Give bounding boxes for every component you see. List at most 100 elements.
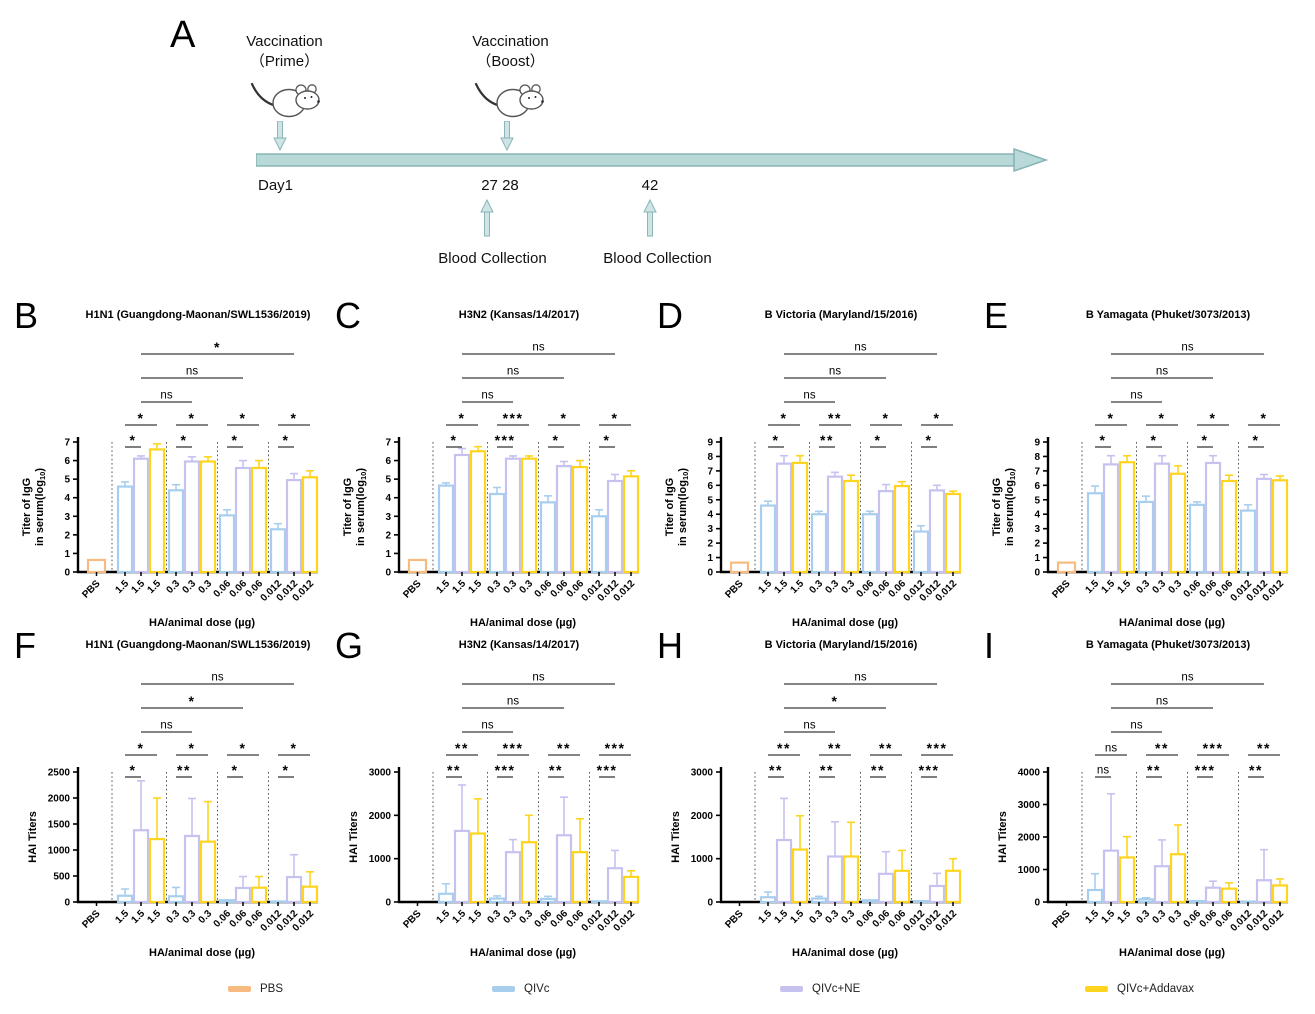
- chart-title: H3N2 (Kansas/14/2017): [459, 639, 580, 651]
- x-tick-label: 0.3: [1135, 908, 1153, 926]
- x-tick-label: 0.3: [502, 578, 520, 596]
- bar: [590, 515, 608, 574]
- significance-label: *: [553, 432, 560, 448]
- y-tick-label: 6: [64, 456, 70, 467]
- bar: [1118, 461, 1136, 574]
- x-tick-label: 0.3: [1151, 578, 1169, 596]
- x-tick-label: 1.5: [467, 908, 485, 926]
- significance-label: ***: [927, 740, 948, 756]
- significance-label: **: [820, 432, 834, 448]
- legend-label: PBS: [260, 983, 284, 995]
- y-tick-label: 9: [1034, 438, 1040, 449]
- chart-title: B Yamagata (Phuket/3073/2013): [1086, 639, 1251, 651]
- bar: [1220, 479, 1238, 574]
- bar: [301, 476, 319, 574]
- significance-label: ***: [605, 740, 626, 756]
- legend-label: QIVc: [524, 983, 550, 995]
- bar: [116, 894, 134, 904]
- x-tick-label: 1.5: [773, 578, 791, 596]
- significance-label: **: [177, 762, 191, 778]
- bar: [1220, 887, 1238, 904]
- bar: [437, 892, 455, 904]
- up-arrow-icon: [643, 199, 657, 237]
- significance-label: *: [214, 339, 221, 355]
- bar: [606, 479, 624, 574]
- chart-title: B Victoria (Maryland/15/2016): [765, 309, 918, 321]
- chart-title: B Yamagata (Phuket/3073/2013): [1086, 309, 1251, 321]
- chart-title: B Victoria (Maryland/15/2016): [765, 639, 918, 651]
- x-tick-label: 1.5: [773, 908, 791, 926]
- bar: [944, 492, 962, 574]
- bar: [810, 513, 828, 574]
- chart-svg-D: B Victoria (Maryland/15/2016)0123456789T…: [664, 309, 962, 629]
- y-tick-label: 0: [385, 898, 391, 909]
- legend-item-qivc: QIVc: [492, 983, 550, 995]
- significance-label: ns: [507, 366, 519, 378]
- x-tick-label: 1.5: [130, 908, 148, 926]
- pbs-swatch-icon: [228, 986, 251, 992]
- bar: [199, 840, 217, 904]
- bar: [183, 460, 201, 574]
- x-tick-label: 0.3: [1151, 908, 1169, 926]
- x-tick-label: 0.3: [824, 578, 842, 596]
- bar: [148, 448, 166, 574]
- bar: [488, 492, 506, 574]
- up-arrow-icon: [480, 199, 494, 237]
- down-arrow-icon: [500, 121, 514, 151]
- bar: [234, 886, 252, 904]
- bar: [269, 900, 287, 904]
- x-tick-label: 1.5: [789, 908, 807, 926]
- bar: [571, 465, 589, 574]
- y-tick-label: 2000: [691, 811, 714, 822]
- y-axis-title: HAI Titers: [348, 811, 360, 863]
- bar: [1086, 888, 1104, 904]
- significance-label: ns: [1181, 342, 1193, 354]
- y-tick-label: 1: [385, 549, 391, 560]
- y-tick-label: 0: [1034, 898, 1040, 909]
- bar: [590, 900, 608, 904]
- bar: [1102, 849, 1120, 904]
- bar: [842, 479, 860, 574]
- x-axis-title: HA/animal dose (µg): [792, 947, 898, 959]
- bar: [1204, 886, 1222, 904]
- y-axis-title: in serum(log10): [677, 468, 690, 546]
- x-tick-label: 1.5: [757, 908, 775, 926]
- y-tick-label: 8: [1034, 452, 1040, 463]
- y-tick-label: 5: [1034, 495, 1040, 506]
- y-axis-title: in serum(log10): [355, 468, 368, 546]
- significance-label: ***: [597, 762, 618, 778]
- y-tick-label: 0: [385, 568, 391, 579]
- bar: [132, 829, 150, 904]
- bar: [453, 829, 471, 904]
- x-tick-label: 1.5: [130, 578, 148, 596]
- panel-letter-F: F: [14, 625, 36, 666]
- y-tick-label: 0: [707, 568, 713, 579]
- panel-letter-E: E: [984, 295, 1009, 336]
- significance-label: ns: [1130, 720, 1142, 732]
- bar: [877, 872, 895, 904]
- x-tick-label: 1.5: [435, 578, 453, 596]
- significance-label: *: [291, 740, 298, 756]
- significance-label: *: [875, 432, 882, 448]
- bar: [453, 453, 471, 574]
- x-tick-label: 0.3: [808, 578, 826, 596]
- significance-label: *: [612, 410, 619, 426]
- x-tick-label: 0.3: [165, 908, 183, 926]
- significance-label: **: [1147, 762, 1161, 778]
- bar: [218, 514, 236, 574]
- significance-label: ***: [503, 740, 524, 756]
- bar: [1255, 879, 1273, 904]
- x-tick-label: 1.5: [789, 578, 807, 596]
- bar: [520, 841, 538, 904]
- qivc-swatch-icon: [492, 986, 515, 992]
- x-tick-label: 0.3: [824, 908, 842, 926]
- y-tick-label: 3: [1034, 524, 1040, 535]
- y-tick-label: 8: [707, 452, 713, 463]
- bar: [791, 848, 809, 904]
- bar: [183, 834, 201, 904]
- bar: [826, 855, 844, 904]
- significance-label: **: [1155, 740, 1169, 756]
- x-tick-label: 0.3: [181, 908, 199, 926]
